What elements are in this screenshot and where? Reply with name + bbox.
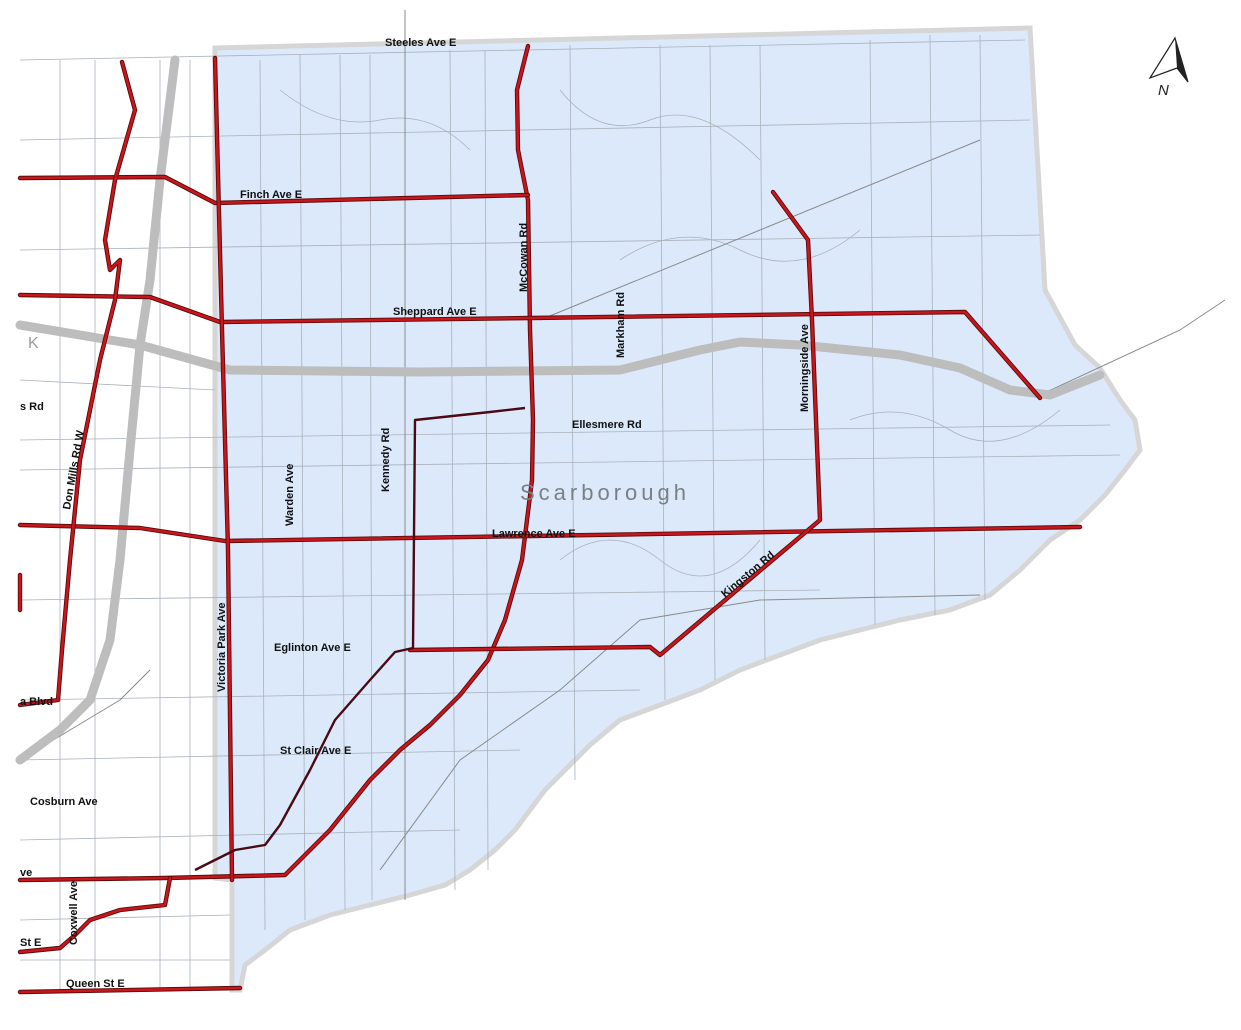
- label-markham: Markham Rd: [615, 292, 627, 358]
- label-cosburn: Cosburn Ave: [30, 796, 98, 808]
- label-kennedy: Kennedy Rd: [380, 428, 392, 492]
- label-stclair: St Clair Ave E: [280, 745, 351, 757]
- arterial-routes: [17, 43, 1083, 995]
- label-warden: Warden Ave: [284, 464, 296, 526]
- rail-lines: [19, 10, 1226, 900]
- label-morningside: Morningside Ave: [799, 324, 811, 412]
- north-arrow: N: [1148, 36, 1189, 99]
- label-finch: Finch Ave E: [240, 189, 302, 201]
- label-partial-ave: ve: [20, 867, 32, 879]
- north-label: N: [1158, 82, 1169, 99]
- label-partial-blvd: a Blvd: [20, 696, 53, 708]
- label-partial-k: K: [28, 335, 39, 352]
- secondary-route: [194, 406, 526, 872]
- label-steeles: Steeles Ave E: [385, 37, 456, 49]
- highways: [15, 55, 1105, 765]
- region-label: Scarborough: [520, 480, 690, 505]
- label-coxwell: Coxwell Ave: [68, 881, 80, 945]
- label-mccowan: McCowan Rd: [518, 223, 530, 292]
- label-sheppard: Sheppard Ave E: [393, 306, 477, 318]
- scarborough-region: [212, 25, 1143, 993]
- label-ellesmere: Ellesmere Rd: [572, 419, 642, 431]
- label-partial-st: St E: [20, 937, 41, 949]
- label-eglinton: Eglinton Ave E: [274, 642, 351, 654]
- label-victoriapark: Victoria Park Ave: [216, 603, 228, 692]
- label-lawrence: Lawrence Ave E: [492, 528, 576, 540]
- label-partial-rd: s Rd: [20, 401, 44, 413]
- label-queen: Queen St E: [66, 978, 125, 990]
- north-arrow-icon: [1148, 36, 1189, 83]
